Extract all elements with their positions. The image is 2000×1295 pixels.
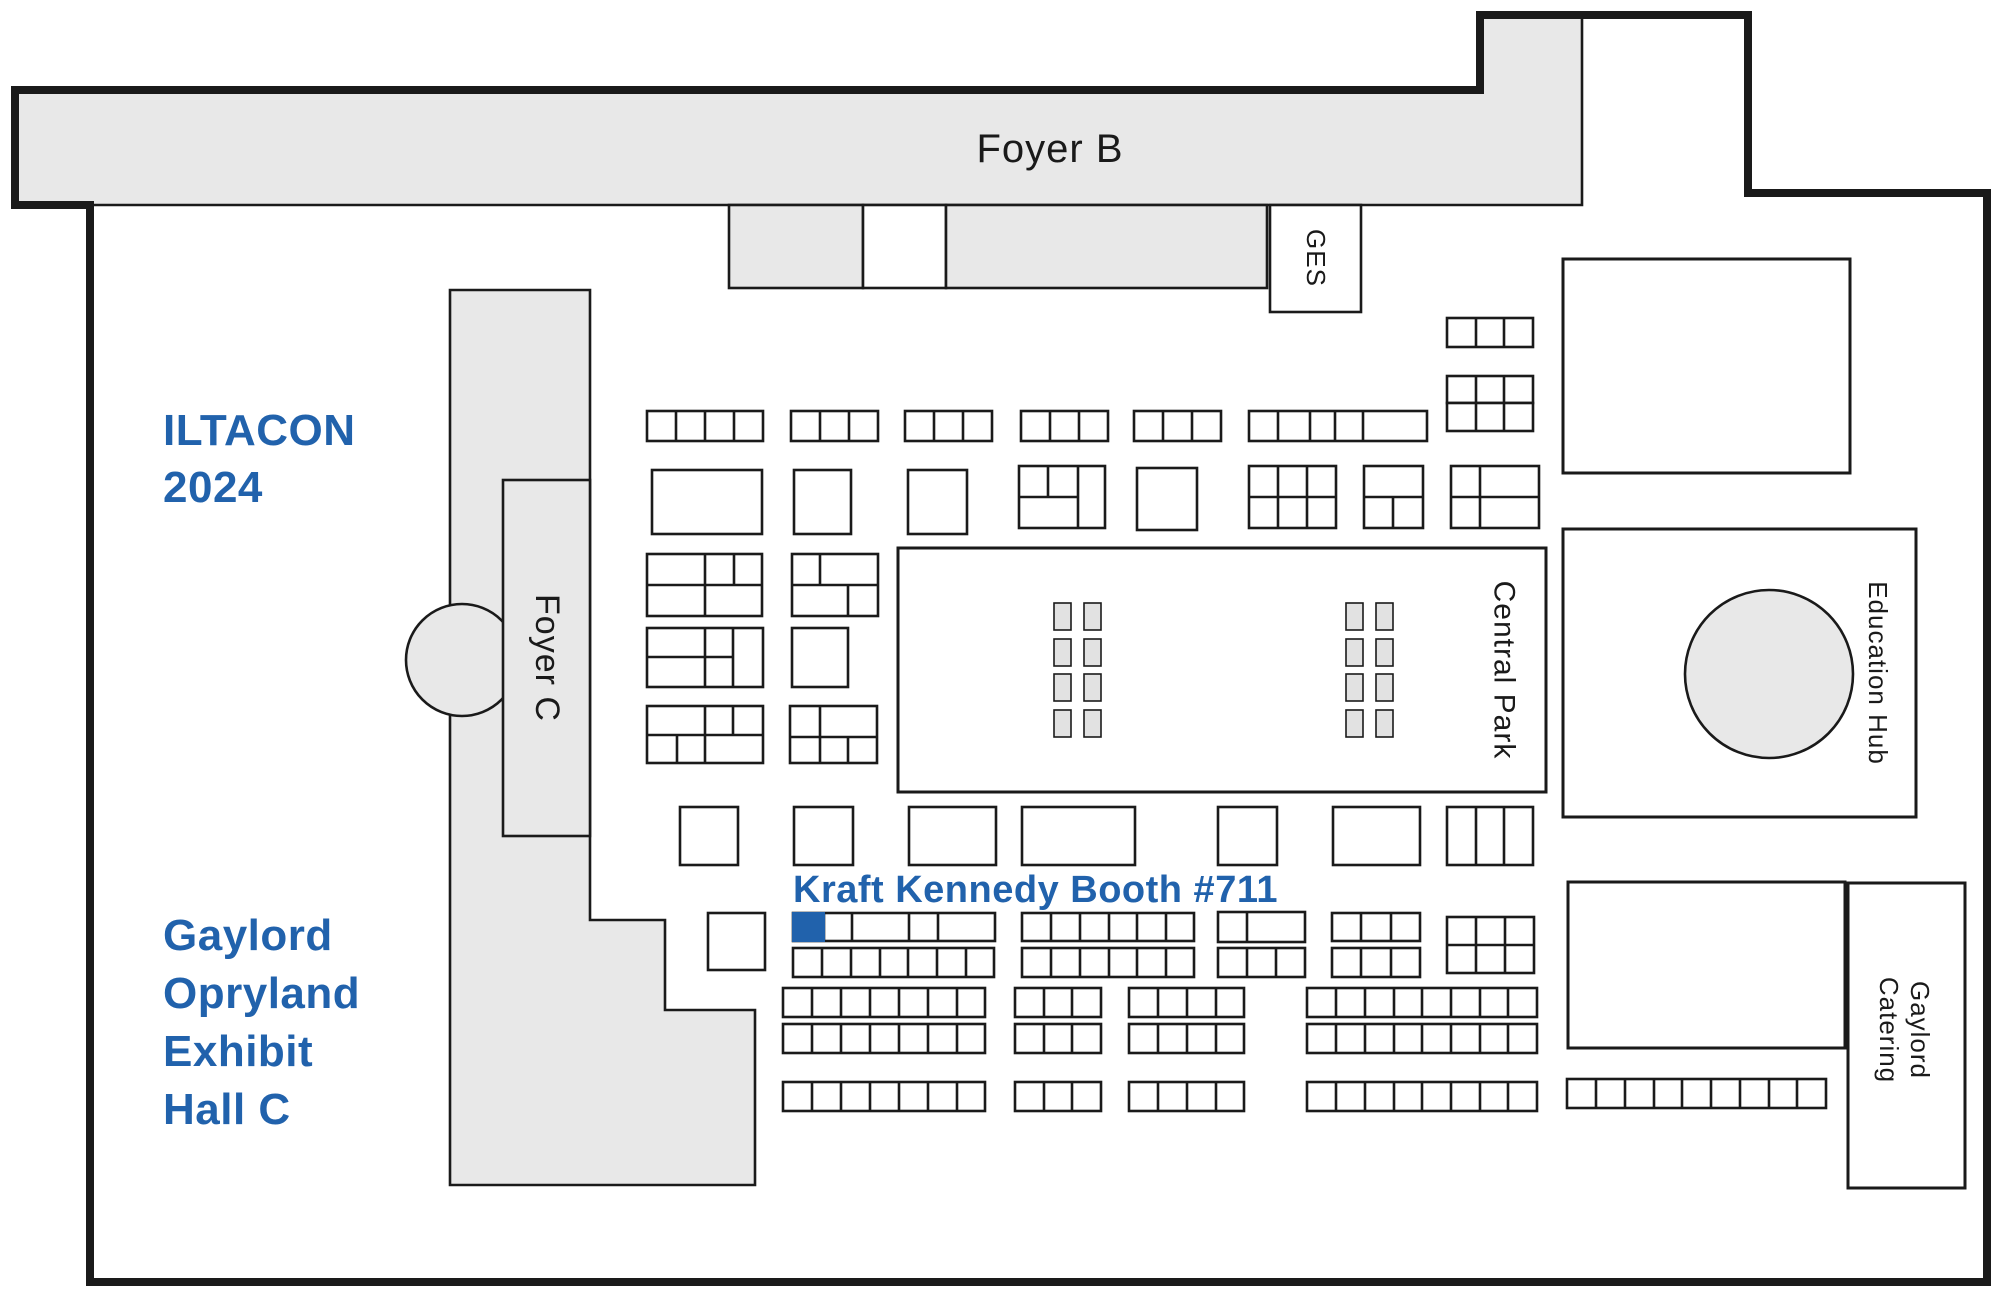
central-park-table [1375,638,1394,667]
hall-name-line2: Opryland [163,969,360,1018]
central-park-table [1375,673,1394,702]
kraft-kennedy-booth-711 [792,912,825,942]
foyer-c-rotunda [404,602,520,718]
foyer-c-label: Foyer C [528,594,566,722]
central-park-table [1083,602,1102,631]
foyer-b-label: Foyer B [976,127,1123,171]
booth-strip-row9-left [781,1080,987,1113]
booth-row6-f [1331,805,1422,867]
service-room-c [944,203,1269,290]
central-park-table [1345,602,1364,631]
central-park-table [1083,638,1102,667]
booth-strip-kk-row1-right [1216,910,1307,944]
booth-row6-b [792,805,855,867]
booth-row6-d [1020,805,1137,867]
education-hub-label: Education Hub [1863,581,1893,765]
central-park-table [1083,709,1102,738]
central-park-area [896,546,1548,794]
booth-strip-row1-b [789,409,880,443]
booth-strip-row6-g [1445,805,1535,867]
booth-strip-row1-c [903,409,994,443]
gaylord-catering-room [1846,881,1967,1190]
central-park-label: Central Park [1488,581,1521,760]
booth-row6-c [907,805,998,867]
booth-strip-row7-mid [1013,986,1103,1019]
central-park-table [1053,709,1072,738]
booth-row2-c [906,468,969,536]
booth-row2-b [792,468,853,536]
hall-name-line4: Hall C [163,1085,291,1134]
booth-strip-kk-row2-left [791,946,996,979]
hall-outer-wall [11,11,1991,1286]
booth-strip-row9-far-right [1565,1077,1828,1110]
booth-strip-row7-left [781,986,987,1019]
central-park-table [1345,638,1364,667]
booth-solo-booth [706,911,767,972]
booth-strip-kk-c2-top [1330,911,1422,943]
event-title-line2: 2024 [163,463,263,512]
booth-strip-row1-f [1247,409,1429,443]
kraft-kennedy-label: Kraft Kennedy Booth #711 [793,869,1278,911]
ges-label: GES [1301,229,1331,287]
booth-strip-row1-e [1132,409,1223,443]
booth-strip-kk-row2-right [1216,946,1307,979]
booth-row2-a [650,468,764,536]
central-park-table [1375,602,1394,631]
event-title-line1: ILTACON [163,406,356,455]
central-park-table [1083,673,1102,702]
central-park-table [1053,638,1072,667]
booth-block-row5-b [788,704,879,765]
booth-row6-a [678,805,740,867]
booth-strip-stack-right-2b [1445,401,1535,433]
booth-strip-row8-mid [1013,1022,1103,1055]
booth-strip-kk-c2-bot [1330,946,1422,979]
booth-strip-row9-mid [1013,1080,1103,1113]
booth-strip-stack-right-1 [1445,316,1535,349]
central-park-table [1345,709,1364,738]
top-right-room [1561,257,1852,475]
mid-right-room [1566,880,1847,1050]
central-park-table [1345,673,1364,702]
central-park-table [1375,709,1394,738]
booth-row4-b [790,626,850,689]
booth-row2-e [1135,466,1199,532]
service-room-a [727,203,865,290]
foyer-c-inner-box [501,478,592,838]
booth-strip-row1-d [1019,409,1110,443]
central-park-table [1053,673,1072,702]
hall-name-line1: Gaylord [163,911,333,960]
education-hub-circle [1683,588,1855,760]
gaylord-catering-label-line1: Gaylord [1905,981,1935,1079]
booth-strip-row8-left [781,1022,987,1055]
ges-office [1268,203,1363,314]
booth-row6-e [1216,805,1279,867]
central-park-table [1053,602,1072,631]
gaylord-catering-label-line2: Catering [1874,977,1904,1083]
foyer-b-area [13,13,1584,207]
service-room-b [861,203,948,290]
hall-name-line3: Exhibit [163,1027,313,1076]
booth-strip-stack-right-2a [1445,374,1535,405]
